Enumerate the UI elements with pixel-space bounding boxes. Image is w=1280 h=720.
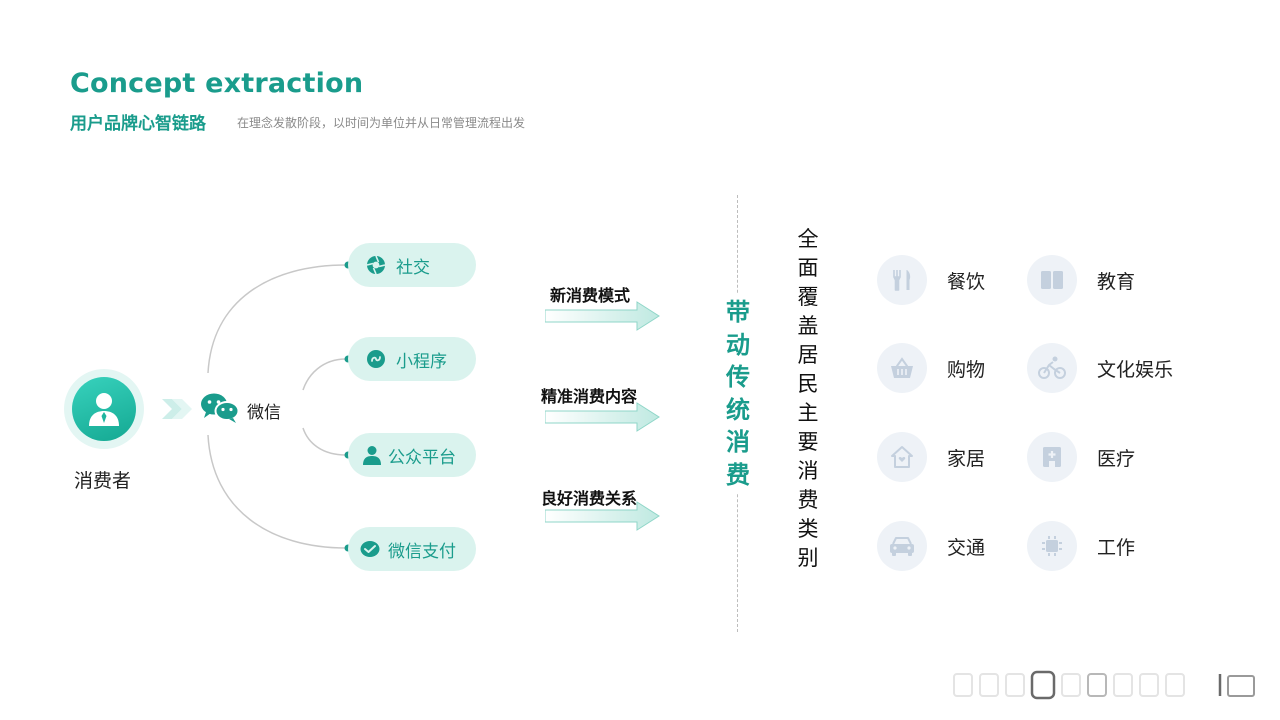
right-arrow-icon — [545, 301, 660, 331]
category-culture-entertainment: 文化娱乐 — [1027, 343, 1173, 393]
hospital-icon — [1027, 432, 1077, 482]
category-label: 餐饮 — [947, 270, 986, 293]
wechat-label: 微信 — [247, 403, 281, 423]
category-label: 交通 — [947, 536, 986, 559]
watermark-logo — [953, 670, 1255, 700]
car-icon — [877, 521, 927, 571]
person-icon — [362, 445, 382, 465]
chip-icon — [1027, 521, 1077, 571]
cyclist-icon — [1027, 343, 1077, 393]
category-shopping: 购物 — [877, 343, 985, 393]
benefit-label: 精准消费内容 — [541, 387, 638, 406]
book-icon — [1027, 255, 1077, 305]
connector-mini — [302, 358, 347, 391]
category-home: 家居 — [877, 432, 985, 482]
double-arrow-icon — [162, 399, 192, 419]
channel-official-account[interactable]: 公众平台 — [348, 433, 476, 477]
connector-pay — [207, 434, 347, 549]
fork-knife-icon — [877, 255, 927, 305]
mini-program-icon — [366, 349, 386, 369]
page-title: Concept extraction — [70, 68, 364, 99]
category-medical: 医疗 — [1027, 432, 1135, 482]
category-education: 教育 — [1027, 255, 1135, 305]
right-arrow-icon — [545, 402, 660, 432]
category-label: 医疗 — [1097, 447, 1136, 470]
drive-traditional-consumption: 带动传统消费 — [723, 294, 753, 493]
channel-label: 公众平台 — [388, 447, 456, 468]
consumer-label: 消费者 — [74, 470, 132, 492]
category-label: 教育 — [1097, 270, 1136, 293]
benefit-label: 新消费模式 — [550, 286, 631, 305]
category-work: 工作 — [1027, 521, 1135, 571]
category-label: 工作 — [1097, 536, 1136, 559]
page-description: 在理念发散阶段，以时间为单位并从日常管理流程出发 — [237, 116, 526, 130]
channel-label: 社交 — [396, 257, 430, 278]
right-arrow-icon — [545, 501, 660, 531]
channel-label: 微信支付 — [388, 541, 456, 562]
home-icon — [877, 432, 927, 482]
coverage-label: 全面覆盖居民主要消费类别 — [797, 227, 819, 570]
category-transport: 交通 — [877, 521, 985, 571]
user-icon — [89, 393, 119, 426]
connector-official — [302, 427, 347, 456]
page-subtitle: 用户品牌心智链路 — [70, 114, 206, 134]
category-label: 家居 — [947, 447, 986, 470]
channel-wechat-pay[interactable]: 微信支付 — [348, 527, 476, 571]
consumer-avatar — [64, 369, 144, 449]
category-catering: 餐饮 — [877, 255, 985, 305]
category-label: 购物 — [947, 358, 986, 381]
category-label: 文化娱乐 — [1097, 358, 1174, 381]
basket-icon — [877, 343, 927, 393]
aperture-icon — [366, 255, 386, 275]
pay-check-icon — [360, 539, 380, 559]
channel-social[interactable]: 社交 — [348, 243, 476, 287]
channel-mini-program[interactable]: 小程序 — [348, 337, 476, 381]
benefit-label: 良好消费关系 — [541, 489, 638, 508]
connector-social — [207, 264, 347, 374]
channel-label: 小程序 — [396, 351, 447, 372]
wechat-icon — [201, 393, 240, 423]
